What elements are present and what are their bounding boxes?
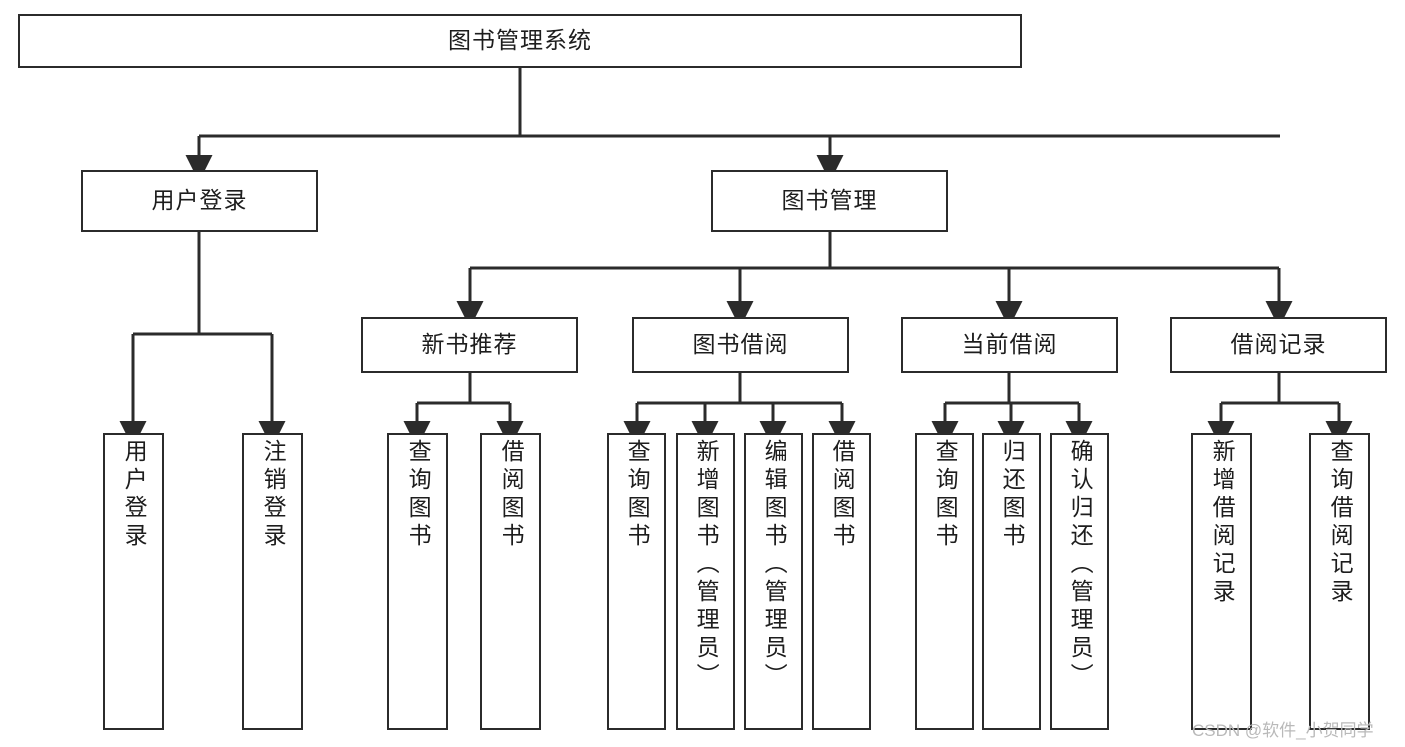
node-leaf-query-book-borrow[interactable]: 查询图书 bbox=[607, 433, 666, 730]
node-label: 确认归还（管理员） bbox=[1067, 439, 1094, 691]
node-root-system[interactable]: 图书管理系统 bbox=[18, 14, 1022, 68]
node-book-borrow[interactable]: 图书借阅 bbox=[632, 317, 849, 373]
csdn-watermark: CSDN @软件_小贺同学 bbox=[1192, 721, 1374, 740]
node-leaf-query-book-recommend[interactable]: 查询图书 bbox=[387, 433, 448, 730]
node-label: 用户登录 bbox=[151, 187, 248, 214]
node-current-borrow[interactable]: 当前借阅 bbox=[901, 317, 1118, 373]
node-leaf-user-login[interactable]: 用户登录 bbox=[103, 433, 164, 730]
node-leaf-edit-book-admin[interactable]: 编辑图书（管理员） bbox=[744, 433, 803, 730]
node-label: 借阅图书 bbox=[829, 439, 856, 551]
node-leaf-borrow-book[interactable]: 借阅图书 bbox=[812, 433, 871, 730]
node-leaf-logout[interactable]: 注销登录 bbox=[242, 433, 303, 730]
node-label: 借阅记录 bbox=[1230, 331, 1327, 358]
node-label: 注销登录 bbox=[260, 439, 287, 551]
node-book-management[interactable]: 图书管理 bbox=[711, 170, 948, 232]
node-label: 归还图书 bbox=[999, 439, 1026, 551]
node-label: 图书管理系统 bbox=[448, 27, 592, 54]
node-user-login[interactable]: 用户登录 bbox=[81, 170, 318, 232]
node-leaf-add-book-admin[interactable]: 新增图书（管理员） bbox=[676, 433, 735, 730]
node-label: 编辑图书（管理员） bbox=[761, 439, 788, 691]
node-label: 查询借阅记录 bbox=[1327, 439, 1354, 607]
node-label: 新增借阅记录 bbox=[1209, 439, 1236, 607]
node-label: 查询图书 bbox=[405, 439, 432, 551]
node-label: 图书管理 bbox=[781, 187, 878, 214]
node-leaf-query-borrow-record[interactable]: 查询借阅记录 bbox=[1309, 433, 1370, 730]
node-label: 新书推荐 bbox=[421, 331, 518, 358]
node-leaf-return-book[interactable]: 归还图书 bbox=[982, 433, 1041, 730]
node-label: 新增图书（管理员） bbox=[693, 439, 720, 691]
node-leaf-confirm-return-admin[interactable]: 确认归还（管理员） bbox=[1050, 433, 1109, 730]
node-borrow-record[interactable]: 借阅记录 bbox=[1170, 317, 1387, 373]
node-label: 查询图书 bbox=[932, 439, 959, 551]
node-leaf-add-borrow-record[interactable]: 新增借阅记录 bbox=[1191, 433, 1252, 730]
node-label: 图书借阅 bbox=[692, 331, 789, 358]
node-label: 查询图书 bbox=[624, 439, 651, 551]
node-label: 当前借阅 bbox=[961, 331, 1058, 358]
node-label: 借阅图书 bbox=[498, 439, 525, 551]
node-leaf-borrow-book-recommend[interactable]: 借阅图书 bbox=[480, 433, 541, 730]
node-label: 用户登录 bbox=[121, 439, 148, 551]
node-new-book-recommend[interactable]: 新书推荐 bbox=[361, 317, 578, 373]
node-leaf-query-book-current[interactable]: 查询图书 bbox=[915, 433, 974, 730]
